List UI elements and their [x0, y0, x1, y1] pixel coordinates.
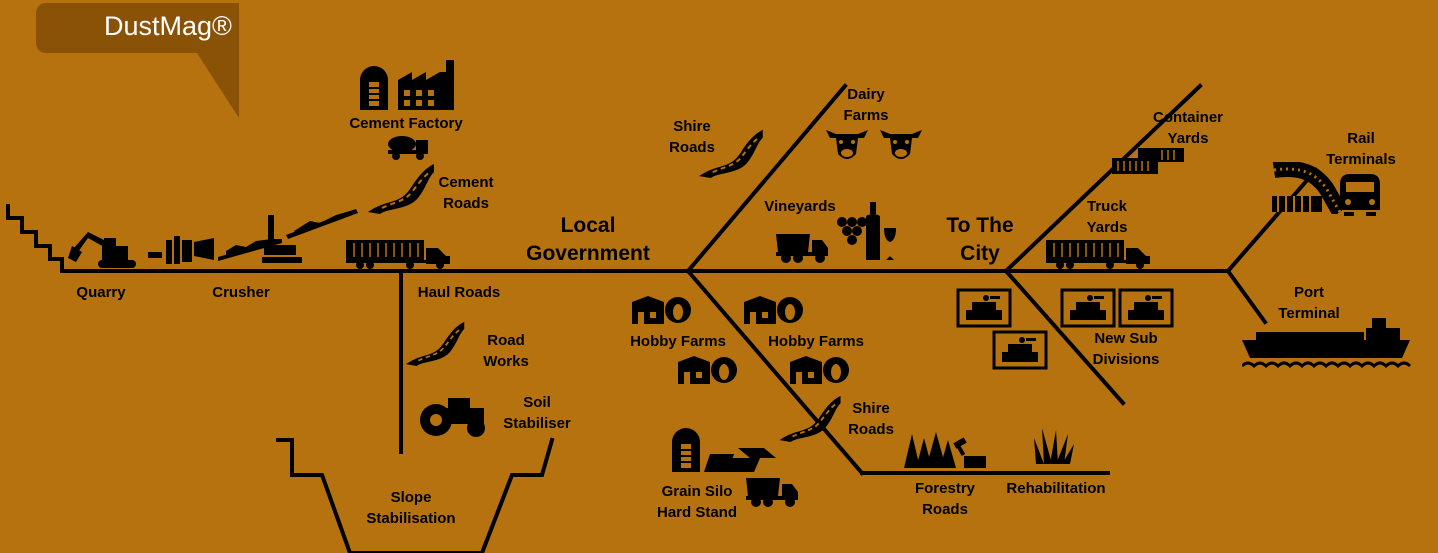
label-line: To The — [946, 214, 1014, 237]
silo-icon — [360, 66, 388, 110]
brand-name: DustMag® — [104, 11, 232, 41]
label-shire-roads-bottom: Shire Roads — [848, 398, 894, 440]
subdivision-icon — [956, 288, 1012, 328]
label-line: Rail — [1347, 130, 1375, 147]
dump-truck-icon — [746, 478, 798, 507]
label-line: Shire — [673, 118, 711, 135]
label-soil-stabiliser: Soil Stabiliser — [503, 392, 571, 434]
label-line: Roads — [443, 195, 489, 212]
label-line: City — [960, 242, 1000, 265]
label-local-government: Local Government — [526, 212, 650, 268]
crusher-icon — [148, 236, 214, 264]
label-road-works: Road Works — [483, 330, 529, 372]
label-line: Truck — [1086, 198, 1128, 215]
label-line: Roads — [848, 421, 894, 438]
dump-truck-icon — [776, 234, 828, 263]
road-icon — [699, 129, 763, 178]
cow-icon — [880, 130, 922, 159]
label-quarry: Quarry — [76, 284, 126, 301]
subdivision-icon — [992, 330, 1048, 370]
label-slope-stabilisation: Slope Stabilisation — [366, 487, 455, 529]
logo-tail — [195, 50, 239, 118]
barn-sheep-icon — [678, 356, 737, 384]
label-line: New Sub — [1094, 330, 1158, 347]
label-vineyards: Vineyards — [764, 198, 836, 215]
subdivision-icon — [1118, 288, 1174, 328]
label-line: Shire — [852, 400, 890, 417]
silo-icon — [672, 428, 700, 472]
label-line: Port — [1294, 284, 1324, 301]
label-line: Container — [1152, 109, 1224, 126]
label-line: Yards — [1167, 130, 1209, 147]
label-forestry-roads: Forestry Roads — [915, 478, 975, 520]
label-line: Terminal — [1278, 305, 1340, 322]
truck-trailer-icon — [1046, 240, 1150, 269]
road-icon — [368, 164, 434, 214]
label-line: Cement — [438, 174, 494, 191]
containers-icon — [1112, 148, 1184, 174]
label-line: Yards — [1086, 219, 1128, 236]
label-line: Works — [483, 353, 529, 370]
label-line: Farms — [843, 107, 889, 124]
barn-sheep-icon — [790, 356, 849, 384]
label-cement-roads: Cement Roads — [438, 172, 493, 214]
label-line: Stabiliser — [503, 415, 571, 432]
road-icon — [779, 395, 841, 442]
label-line: Divisions — [1092, 351, 1160, 368]
brand-logo: DustMag® — [36, 3, 239, 53]
label-crusher: Crusher — [212, 284, 270, 301]
label-line: Road — [487, 332, 525, 349]
label-line: Terminals — [1326, 151, 1396, 168]
label-line: Slope — [390, 489, 432, 506]
label-line: Local — [560, 214, 616, 237]
label-line: Hard Stand — [656, 504, 738, 521]
cement-mixer-icon — [388, 136, 428, 160]
barn-sheep-icon — [744, 296, 803, 324]
label-to-the-city: To The City — [946, 212, 1013, 268]
label-truck-yards: Truck Yards — [1087, 196, 1128, 238]
label-port-terminal: Port Terminal — [1278, 282, 1339, 324]
label-dairy-farms: Dairy Farms — [843, 84, 888, 126]
label-rehabilitation: Rehabilitation — [1006, 480, 1106, 497]
rail-track-icon — [1272, 162, 1342, 214]
road-icon — [406, 321, 465, 366]
label-container-yards: Container Yards — [1153, 107, 1223, 149]
label-new-sub-divisions: New Sub Divisions — [1093, 328, 1160, 370]
grapes-wine-icon — [837, 202, 896, 260]
ship-icon — [1242, 318, 1412, 369]
rail-track-icon — [1272, 196, 1322, 212]
label-line: Stabilisation — [366, 510, 456, 527]
label-line: Roads — [669, 139, 715, 156]
subdivision-icon — [1060, 288, 1116, 328]
tractor-icon — [420, 398, 485, 437]
grass-icon — [1034, 428, 1074, 464]
label-haul-roads: Haul Roads — [417, 284, 501, 301]
excavator-icon — [68, 232, 136, 268]
label-line: Soil — [523, 394, 551, 411]
label-cement-factory: Cement Factory — [349, 115, 463, 132]
cow-icon — [826, 130, 868, 159]
truck-trailer-icon — [346, 240, 450, 269]
conveyor-icon — [218, 209, 358, 263]
label-hobby-farms-left: Hobby Farms — [630, 333, 726, 350]
label-shire-roads-top: Shire Roads — [669, 116, 715, 158]
forest-icon — [904, 432, 986, 468]
label-grain-silo-hard-stand: Grain Silo Hard Stand — [657, 481, 737, 523]
factory-icon — [398, 60, 454, 110]
hard-stand-icon — [704, 448, 776, 472]
label-hobby-farms-right: Hobby Farms — [768, 333, 864, 350]
barn-sheep-icon — [632, 296, 691, 324]
label-line: Forestry — [914, 480, 976, 497]
label-line: Government — [526, 242, 650, 265]
label-line: Roads — [922, 501, 968, 518]
label-rail-terminals: Rail Terminals — [1326, 128, 1396, 170]
label-line: Dairy — [847, 86, 885, 103]
train-icon — [1340, 174, 1380, 216]
label-line: Grain Silo — [661, 483, 733, 500]
